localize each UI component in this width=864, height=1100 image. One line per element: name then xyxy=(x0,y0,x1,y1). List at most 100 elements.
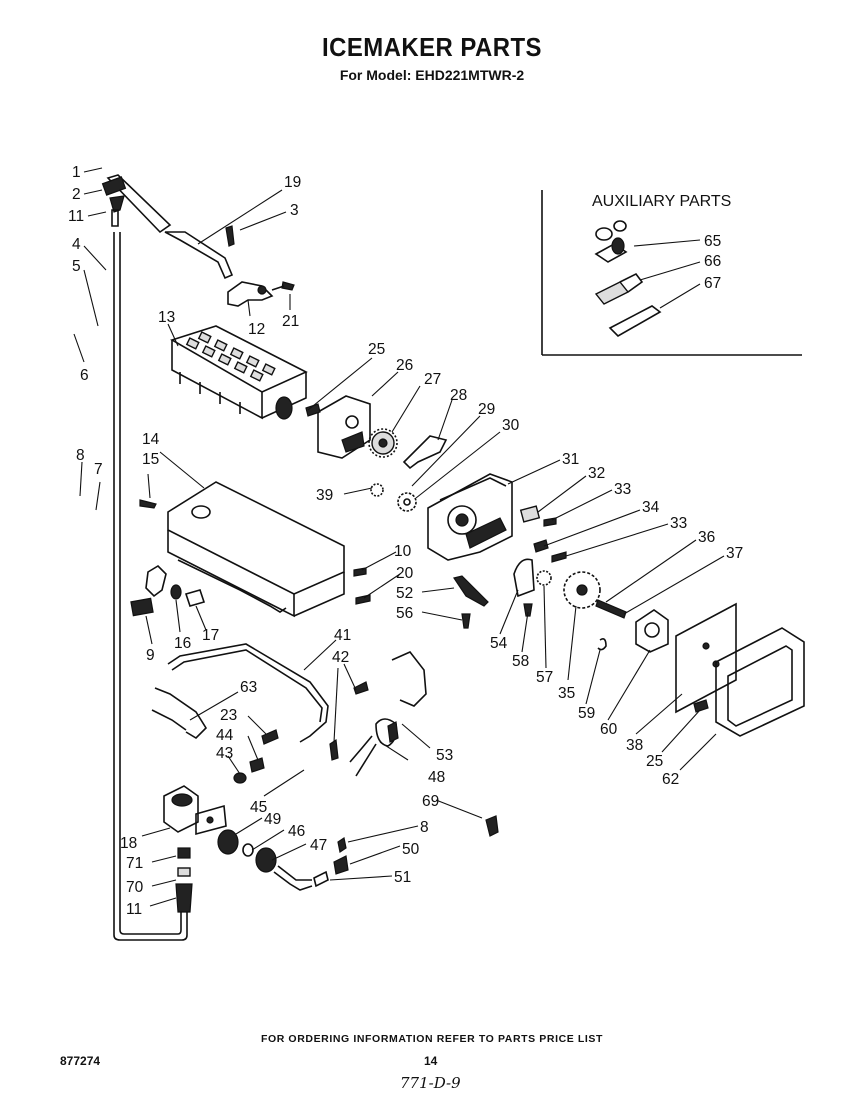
callout-25: 25 xyxy=(368,341,385,358)
callout-14: 14 xyxy=(142,431,160,448)
callout-13: 13 xyxy=(158,309,175,326)
drive-gear xyxy=(368,428,398,458)
page-number: 14 xyxy=(424,1054,438,1068)
valve-fittings xyxy=(175,847,193,913)
motor-housing-plate xyxy=(305,395,371,459)
callout-47: 47 xyxy=(310,837,327,854)
gear-30 xyxy=(397,492,417,512)
screw-58 xyxy=(523,603,533,617)
callout-32: 32 xyxy=(588,465,605,482)
callout-56: 56 xyxy=(396,605,413,622)
callout-29: 29 xyxy=(478,401,495,418)
callout-17: 17 xyxy=(202,627,219,644)
callout-37: 37 xyxy=(726,545,743,562)
wire-nut-69 xyxy=(485,815,499,837)
mounting-plate-38 xyxy=(675,602,737,714)
callout-62: 62 xyxy=(662,771,679,788)
callout-3: 3 xyxy=(290,202,299,219)
callout-46: 46 xyxy=(288,823,305,840)
aux-part-65 xyxy=(594,220,628,263)
callout-69: 69 xyxy=(422,793,439,810)
aux-part-66 xyxy=(594,272,644,305)
callout-26: 26 xyxy=(396,357,413,374)
callout-45: 45 xyxy=(250,799,267,816)
model-subtitle: For Model: EHD221MTWR-2 xyxy=(339,67,525,83)
water-valve xyxy=(163,785,227,836)
callout-53: 53 xyxy=(436,747,453,764)
fill-cup-tube xyxy=(101,174,234,280)
callout-5: 5 xyxy=(72,258,81,275)
callout-12: 12 xyxy=(248,321,265,338)
callout-21: 21 xyxy=(282,313,299,330)
thermostat-54 xyxy=(513,558,535,598)
callout-8: 8 xyxy=(76,447,85,464)
callout-63: 63 xyxy=(240,679,257,696)
callout-38: 38 xyxy=(626,737,643,754)
callout-1: 1 xyxy=(72,164,81,181)
callout-58: 58 xyxy=(512,653,529,670)
handwritten-code: 771-D-9 xyxy=(400,1074,461,1092)
compression-fittings xyxy=(217,829,349,891)
ejector-cam xyxy=(402,435,448,470)
gear-57 xyxy=(536,570,552,586)
callout-54: 54 xyxy=(490,635,508,652)
callout-65: 65 xyxy=(704,233,721,250)
callout-34: 34 xyxy=(642,499,660,516)
bracket-and-screws xyxy=(225,225,295,307)
callout-50: 50 xyxy=(402,841,420,858)
shaft-36-37 xyxy=(595,599,627,619)
switch-arm-assembly xyxy=(130,564,206,617)
callout-19: 19 xyxy=(284,174,301,191)
callout-18: 18 xyxy=(120,835,137,852)
callout-6: 6 xyxy=(80,367,89,384)
timing-gear-35 xyxy=(563,571,601,609)
document-number: 877274 xyxy=(60,1054,101,1068)
callout-16: 16 xyxy=(174,635,191,652)
callout-15: 15 xyxy=(142,451,159,468)
callout-59: 59 xyxy=(578,705,595,722)
lever-52 xyxy=(453,575,489,629)
aux-part-67 xyxy=(608,305,662,337)
callout-67: 67 xyxy=(704,275,721,292)
callout-20: 20 xyxy=(396,565,414,582)
callout-30: 30 xyxy=(502,417,520,434)
callout-44: 44 xyxy=(216,727,234,744)
callout-42: 42 xyxy=(332,649,349,666)
control-module-housing xyxy=(427,473,513,561)
callout-33b: 33 xyxy=(670,515,687,532)
callout-9: 9 xyxy=(146,647,155,664)
callout-39: 39 xyxy=(316,487,333,504)
callout-7: 7 xyxy=(94,461,103,478)
callout-28: 28 xyxy=(450,387,467,404)
callout-52: 52 xyxy=(396,585,413,602)
wiring-harness xyxy=(151,643,427,784)
callout-48: 48 xyxy=(428,769,445,786)
fill-tube xyxy=(113,232,188,941)
callout-66: 66 xyxy=(704,253,721,270)
callout-23: 23 xyxy=(220,707,237,724)
callout-8b: 8 xyxy=(420,819,429,836)
callout-27: 27 xyxy=(424,371,441,388)
callout-51: 51 xyxy=(394,869,411,886)
callout-70: 70 xyxy=(126,879,144,896)
ice-mold xyxy=(170,325,308,420)
callout-60: 60 xyxy=(600,721,618,738)
support-frame xyxy=(139,481,371,618)
ordering-note: FOR ORDERING INFORMATION REFER TO PARTS … xyxy=(260,1033,604,1045)
leader-lines xyxy=(73,167,725,907)
callout-2: 2 xyxy=(72,186,81,203)
callout-labels: 1 2 11 4 5 6 8 7 19 3 12 21 13 25 26 27 … xyxy=(68,164,743,918)
callout-31: 31 xyxy=(562,451,579,468)
callout-71: 71 xyxy=(126,855,143,872)
motor-60 xyxy=(597,609,669,653)
callout-33: 33 xyxy=(614,481,631,498)
fasteners-32-34 xyxy=(519,505,567,563)
callout-10: 10 xyxy=(394,543,412,560)
page-title: ICEMAKER PARTS xyxy=(322,32,542,62)
callout-4: 4 xyxy=(72,236,81,253)
callout-49: 49 xyxy=(264,811,281,828)
spacer-39 xyxy=(370,483,384,497)
auxiliary-title: AUXILIARY PARTS xyxy=(592,193,731,210)
auxiliary-parts-box: AUXILIARY PARTS xyxy=(541,190,802,356)
